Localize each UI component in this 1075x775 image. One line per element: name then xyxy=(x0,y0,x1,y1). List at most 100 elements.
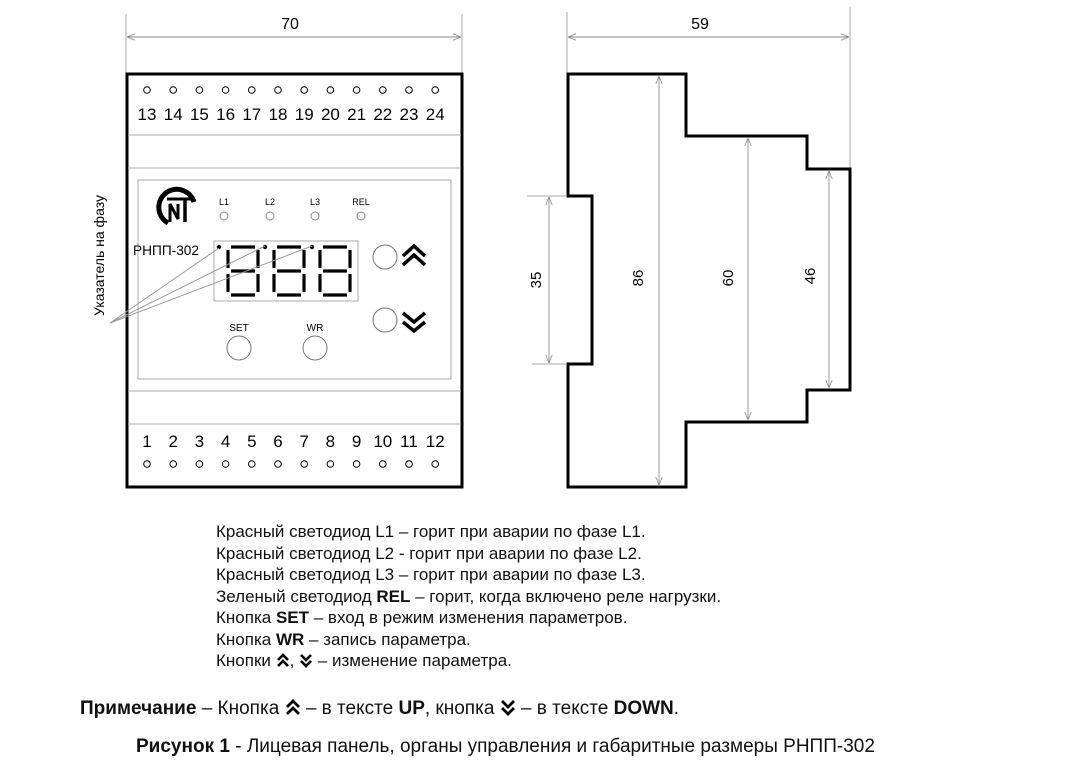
terminal-hole xyxy=(221,86,230,94)
terminal-hole xyxy=(431,86,440,94)
desc-line: Красный светодиод L3 – горит при аварии … xyxy=(216,565,646,584)
terminal-hole xyxy=(300,86,309,94)
desc-line: Зеленый светодиод REL – горит, когда вкл… xyxy=(216,586,722,606)
terminal-number: 22 xyxy=(373,105,392,124)
led-label: L3 xyxy=(310,197,320,207)
terminal-number: 1 xyxy=(142,432,151,451)
note: Примечание – Кнопка – в тексте UP, кнопк… xyxy=(80,698,680,719)
terminal-number: 11 xyxy=(400,432,418,451)
terminal-hole xyxy=(274,86,282,94)
depth-dimension-label: 59 xyxy=(691,16,709,33)
desc-line: Красный светодиод L1 – горит при аварии … xyxy=(216,522,646,541)
decimal-points xyxy=(216,244,315,250)
terminal-number: 23 xyxy=(400,105,419,124)
terminal-number: 4 xyxy=(221,432,230,451)
desc-line: Кнопки , – изменение параметра. xyxy=(216,651,512,670)
terminal-hole xyxy=(326,460,335,468)
led-label: L2 xyxy=(265,197,275,207)
terminal-hole xyxy=(143,86,151,94)
digit xyxy=(318,245,352,297)
up-button[interactable] xyxy=(372,244,398,270)
terminal-hole xyxy=(405,86,413,94)
terminal-hole xyxy=(300,460,309,468)
terminal-number: 13 xyxy=(138,105,157,124)
double-chevron-down-icon xyxy=(401,311,427,334)
double-chevron-up-icon xyxy=(276,653,289,667)
terminal-hole xyxy=(431,460,440,468)
double-chevron-down-icon xyxy=(500,700,515,716)
led-l3-indicator xyxy=(310,211,320,221)
wr-label: WR xyxy=(307,323,324,334)
set-button[interactable] xyxy=(226,335,252,361)
terminal-number: 9 xyxy=(352,432,361,451)
double-chevron-up-icon xyxy=(285,699,300,715)
terminal-number: 6 xyxy=(273,432,282,451)
side-profile xyxy=(566,72,852,489)
terminal-number: 5 xyxy=(247,432,256,451)
model-label: РНПП-302 xyxy=(133,242,199,258)
terminal-number: 20 xyxy=(321,105,340,124)
terminal-hole xyxy=(221,460,230,468)
terminal-hole xyxy=(326,86,335,94)
terminal-number: 2 xyxy=(168,432,177,451)
seven-segment-display xyxy=(226,245,352,297)
terminal-number: 21 xyxy=(347,105,366,124)
terminal-hole xyxy=(379,86,387,94)
terminal-number: 15 xyxy=(190,105,209,124)
terminal-number: 14 xyxy=(164,105,183,124)
decimal-point xyxy=(216,244,222,250)
desc-line: Кнопка SET – вход в режим изменения пара… xyxy=(216,608,628,627)
front-panel xyxy=(137,179,452,380)
terminal-hole xyxy=(405,460,413,468)
double-chevron-up-icon xyxy=(401,243,427,267)
nt-logo xyxy=(156,186,197,226)
rail-dimension-label: 35 xyxy=(528,272,545,289)
desc-line: Красный светодиод L2 - горит при аварии … xyxy=(216,543,642,563)
phase-pointer-leaders xyxy=(109,245,313,324)
wr-button[interactable] xyxy=(302,335,328,361)
terminal-number: 3 xyxy=(195,432,204,451)
terminal-hole xyxy=(195,86,204,94)
terminal-number: 17 xyxy=(242,105,261,124)
terminal-hole xyxy=(379,460,387,468)
terminal-number: 10 xyxy=(373,432,392,451)
terminal-number: 7 xyxy=(299,432,308,451)
legend-description: Красный светодиод L1 – горит при аварии … xyxy=(216,521,721,672)
terminal-hole xyxy=(169,460,177,468)
digit xyxy=(272,245,306,297)
terminal-hole xyxy=(274,460,282,468)
terminal-number: 19 xyxy=(295,105,314,124)
phase-pointer-label: Указатель на фазу xyxy=(91,195,107,316)
top-terminal-row: 13 14 15 16 17 18 19 20 21 22 23 24 xyxy=(138,86,445,124)
terminal-hole xyxy=(248,86,256,94)
down-button[interactable] xyxy=(372,307,398,333)
terminal-hole xyxy=(352,460,361,468)
total-height-label: 86 xyxy=(630,270,647,287)
terminal-number: 16 xyxy=(216,105,235,124)
decimal-point xyxy=(262,244,268,250)
terminal-hole xyxy=(169,86,177,94)
terminal-hole xyxy=(352,86,361,94)
width-dimension-label: 70 xyxy=(281,16,299,33)
led-label: REL xyxy=(352,197,370,207)
figure-caption: Рисунок 1 - Лицевая панель, органы управ… xyxy=(136,736,875,757)
digit xyxy=(226,245,260,297)
terminal-hole xyxy=(248,460,256,468)
terminal-number: 8 xyxy=(326,432,335,451)
mid-height-label: 60 xyxy=(720,270,737,287)
terminal-number: 12 xyxy=(426,432,445,451)
side-view: 59 35 86 60 46 xyxy=(527,7,852,489)
led-l2-indicator xyxy=(265,211,275,221)
terminal-hole xyxy=(143,460,151,468)
led-rel-indicator xyxy=(356,211,366,221)
led-l1-indicator xyxy=(219,211,229,221)
desc-line: Кнопка WR – запись параметра. xyxy=(216,629,471,649)
terminal-number: 18 xyxy=(269,105,288,124)
terminal-number: 24 xyxy=(426,105,445,124)
front-height-label: 46 xyxy=(802,268,819,285)
double-chevron-down-icon xyxy=(300,654,312,668)
